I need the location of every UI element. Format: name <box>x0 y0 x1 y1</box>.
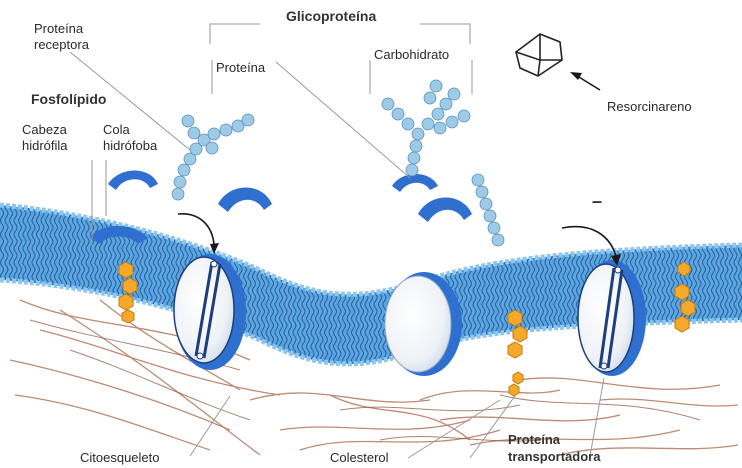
transport-protein-right <box>578 260 646 376</box>
transport-protein-left <box>174 254 246 370</box>
transport-protein-label-line1: Proteína <box>508 432 560 447</box>
sugar-chain-free <box>472 174 504 246</box>
phospholipid-label: Fosfolípido <box>31 92 106 107</box>
channel-protein-middle <box>385 272 462 376</box>
hydrophilic-head-label-line2: hidrófila <box>22 138 68 153</box>
hydrophobic-tail-label-line2: hidrófoba <box>103 138 157 153</box>
resorcinarene-icon <box>516 34 562 76</box>
hydrophilic-head-label-line1: Cabeza <box>22 122 67 137</box>
hydrophobic-tail-label-line1: Cola <box>103 122 130 137</box>
arrows <box>178 74 616 256</box>
minus-sign-label: – <box>592 194 602 209</box>
protein-label: Proteína <box>216 60 265 75</box>
receptor-protein-label-line1: Proteína <box>34 21 83 36</box>
resorcinarene-label: Resorcinareno <box>607 99 692 114</box>
sugar-chain-glycoprotein <box>382 80 470 176</box>
cholesterol-label: Colesterol <box>330 450 389 465</box>
floating-cups <box>108 171 472 223</box>
transport-protein-label-line2: transportadora <box>508 449 600 464</box>
glycoprotein-label: Glicoproteína <box>286 9 376 24</box>
receptor-protein-label-line2: receptora <box>34 37 89 52</box>
carbohydrate-label: Carbohidrato <box>374 47 449 62</box>
sugar-chain-receptor <box>172 114 254 200</box>
cytoskeleton-label: Citoesqueleto <box>80 450 160 465</box>
